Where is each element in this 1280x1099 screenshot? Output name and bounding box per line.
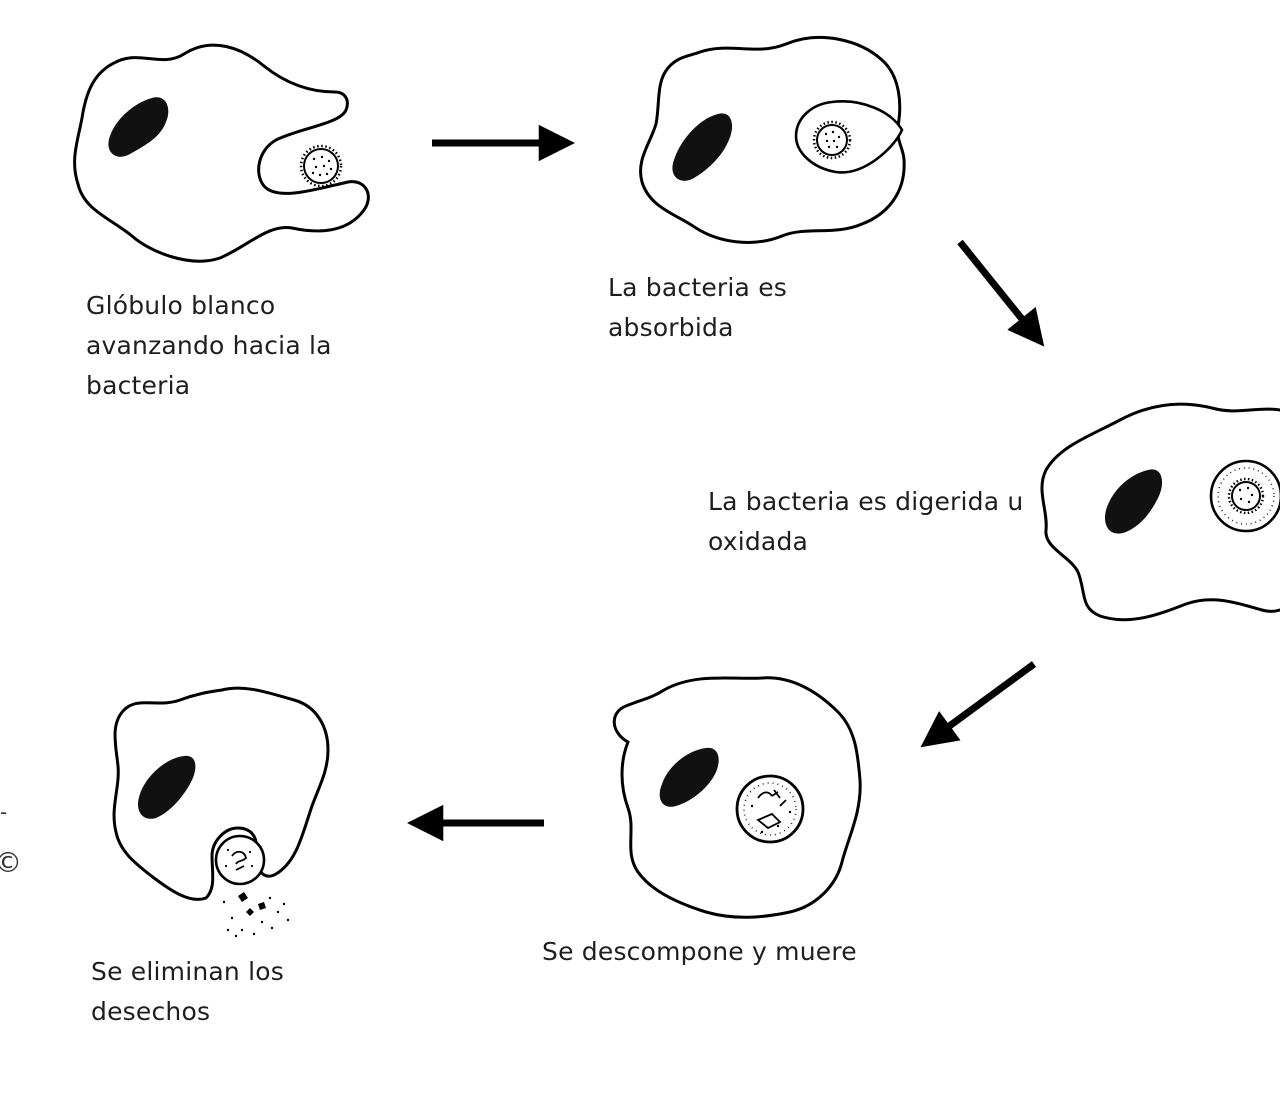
bacterium [299, 144, 343, 188]
caption-approach: Glóbulo blanco avanzando hacia la bacter… [86, 291, 332, 400]
cell-membrane [639, 36, 906, 244]
cell-membrane [612, 676, 862, 919]
waste-vesicle [214, 834, 266, 886]
arrows [406, 124, 1045, 842]
cell-approach [73, 43, 370, 263]
arrow-2-3 [957, 239, 1045, 347]
caption-eliminated: Se eliminan los desechos [91, 957, 284, 1026]
cell-nucleus [659, 747, 719, 807]
bacterium [812, 120, 852, 160]
cell-nucleus [672, 113, 733, 181]
digestive-vacuole [1209, 459, 1280, 533]
cell-absorbed [639, 36, 906, 244]
copyright-mark: © [0, 846, 22, 879]
cell-membrane [1040, 402, 1280, 622]
caption-absorbed: La bacteria es absorbida [608, 273, 788, 342]
cell-digested [1040, 402, 1280, 622]
cell-nucleus [137, 755, 196, 819]
cell-eliminated [112, 686, 330, 938]
edge-dash-mark: - [0, 800, 8, 824]
cell-nucleus [1104, 469, 1163, 534]
expelled-debris [222, 892, 290, 938]
cell-decomposes [612, 676, 862, 919]
cell-nucleus [108, 97, 169, 157]
caption-decomposes: Se descompone y muere [542, 937, 857, 966]
arrow-3-4 [920, 661, 1037, 748]
cell-membrane [112, 686, 330, 901]
caption-digested: La bacteria es digerida u oxidada [708, 487, 1024, 556]
decomposing-bacterium [735, 774, 805, 844]
cell-membrane [73, 43, 370, 263]
